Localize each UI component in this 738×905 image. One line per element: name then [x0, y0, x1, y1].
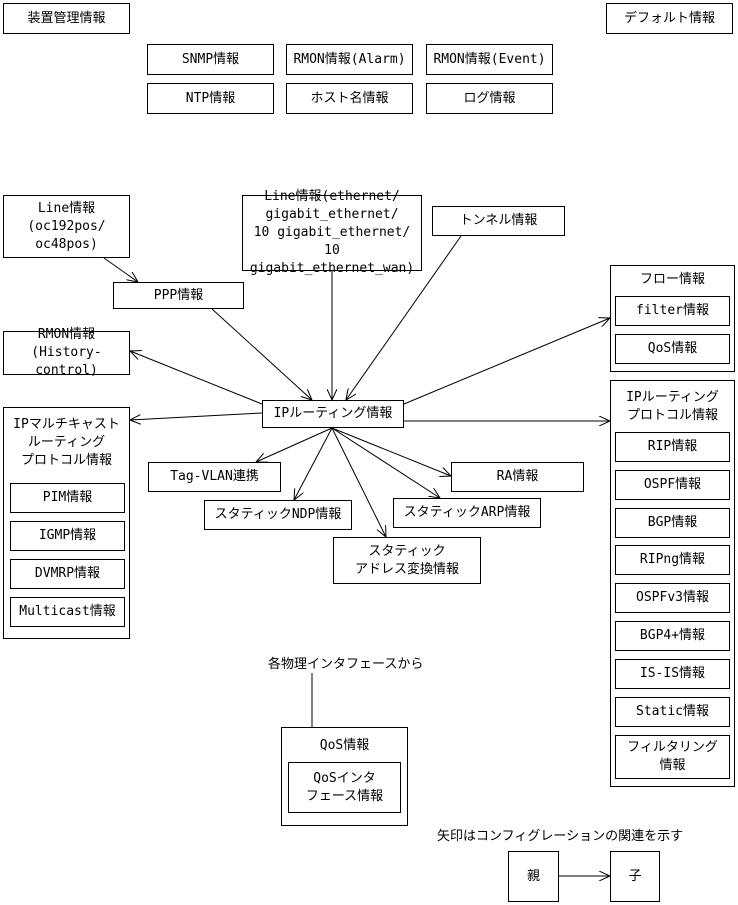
arrow-ip-routing-to-rmon-history: [130, 351, 263, 405]
bgp-box: BGP情報: [615, 508, 730, 538]
rmon-alarm-box: RMON情報(Alarm): [286, 44, 413, 75]
arrow-ip-routing-to-flow: [403, 318, 610, 405]
multicast-box: Multicast情報: [10, 597, 125, 627]
ra-box: RA情報: [451, 462, 584, 492]
snmp-box: SNMP情報: [147, 44, 274, 75]
rmon-event-box: RMON情報(Event): [426, 44, 553, 75]
static-route-box: Static情報: [615, 697, 730, 727]
arrow-line-pos-to-ppp: [103, 257, 138, 282]
legend-caption: 矢印はコンフィグレーションの関連を示す: [437, 829, 684, 844]
physical-interface-label: 各物理インタフェースから: [268, 657, 424, 672]
pim-box: PIM情報: [10, 483, 125, 513]
isis-box: IS-IS情報: [615, 659, 730, 689]
device-management-box: 装置管理情報: [3, 3, 130, 34]
flow-qos-box: QoS情報: [615, 334, 730, 364]
ip-routing-protocol-title: IPルーティング プロトコル情報: [626, 390, 719, 423]
ip-multicast-protocol-title: IPマルチキャスト ルーティング プロトコル情報: [13, 417, 120, 468]
igmp-box: IGMP情報: [10, 521, 125, 551]
legend-parent-box: 親: [508, 851, 559, 902]
arrow-ip-routing-to-static-arp: [331, 427, 440, 498]
ip-routing-box: IPルーティング情報: [262, 400, 404, 428]
static-nat-box: スタティック アドレス変換情報: [333, 537, 481, 584]
legend-child-box: 子: [610, 851, 660, 902]
ppp-box: PPP情報: [113, 282, 244, 309]
static-ndp-box: スタティックNDP情報: [204, 500, 352, 530]
bgp4plus-box: BGP4+情報: [615, 621, 730, 651]
qos-title: QoS情報: [319, 738, 370, 753]
arrow-ip-routing-to-multicast: [130, 412, 263, 420]
arrow-ip-routing-to-ra: [331, 427, 451, 476]
default-info-box: デフォルト情報: [606, 3, 733, 34]
ripng-box: RIPng情報: [615, 545, 730, 575]
rip-box: RIP情報: [615, 432, 730, 462]
flow-title: フロー情報: [639, 272, 705, 287]
line-pos-box: Line情報 (oc192pos/ oc48pos): [3, 195, 130, 258]
arrow-ip-routing-to-static-ndp: [294, 427, 333, 500]
hostname-box: ホスト名情報: [286, 83, 413, 114]
log-box: ログ情報: [426, 83, 553, 114]
arrow-ip-routing-to-tag-vlan: [256, 427, 333, 462]
dvmrp-box: DVMRP情報: [10, 559, 125, 589]
rmon-history-box: RMON情報 (History-control): [3, 327, 130, 378]
filtering-box: フィルタリング 情報: [615, 735, 730, 779]
ntp-box: NTP情報: [147, 83, 274, 114]
ospf-box: OSPF情報: [615, 470, 730, 500]
static-arp-box: スタティックARP情報: [393, 498, 541, 528]
line-ethernet-box: Line情報(ethernet/ gigabit_ethernet/ 10 gi…: [242, 189, 422, 276]
flow-filter-box: filter情報: [615, 296, 730, 326]
tag-vlan-box: Tag-VLAN連携: [148, 462, 281, 492]
qos-interface-box: QoSインタ フェース情報: [288, 762, 401, 813]
arrow-ppp-to-ip-routing: [211, 308, 312, 400]
ospfv3-box: OSPFv3情報: [615, 583, 730, 613]
tunnel-box: トンネル情報: [432, 206, 565, 236]
